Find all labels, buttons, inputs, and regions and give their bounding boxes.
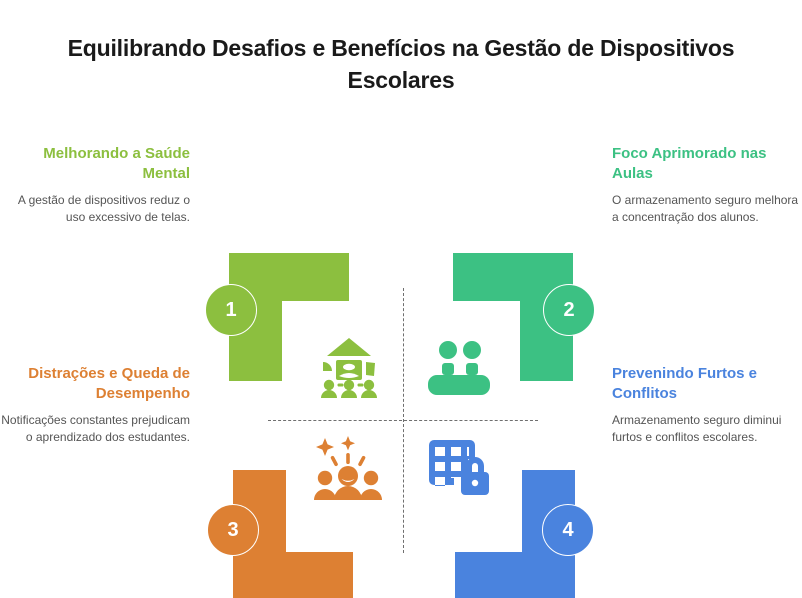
quadrant-text-2: Foco Aprimorado nas Aulas O armazenament… — [612, 144, 802, 226]
quadrant-text-3: Distrações e Queda de Desempenho Notific… — [0, 364, 190, 446]
quadrant-badge-4[interactable]: 4 — [542, 504, 594, 556]
divider-vertical — [403, 288, 404, 553]
quadrant-body-3: Notificações constantes prejudicam o apr… — [1, 413, 190, 444]
quadrant-heading-4: Prevenindo Furtos e Conflitos — [612, 365, 758, 402]
badge-number: 2 — [563, 299, 575, 321]
shape-bar-horizontal — [233, 552, 353, 598]
quadrant-text-4: Prevenindo Furtos e Conflitos Armazename… — [612, 364, 802, 446]
quadrant-heading-2: Foco Aprimorado nas Aulas — [612, 145, 767, 182]
quadrant-heading-1: Melhorando a Saúde Mental — [43, 145, 190, 182]
infographic-board: 1 Melhorando a Saúde Mental A gestão de … — [0, 118, 802, 598]
classroom-presentation-icon — [313, 336, 385, 398]
quadrant-badge-3[interactable]: 3 — [207, 504, 259, 556]
quadrant-body-4: Armazenamento seguro diminui furtos e co… — [612, 413, 782, 444]
badge-number: 1 — [225, 299, 237, 321]
badge-number: 4 — [562, 519, 574, 541]
quadrant-text-1: Melhorando a Saúde Mental A gestão de di… — [0, 144, 190, 226]
celebrating-group-sparkles-icon — [312, 436, 384, 500]
shape-bar-horizontal — [455, 552, 575, 598]
quadrant-badge-2[interactable]: 2 — [543, 284, 595, 336]
quadrant-heading-3: Distrações e Queda de Desempenho — [28, 365, 190, 402]
quadrant-body-2: O armazenamento seguro melhora a concent… — [612, 193, 799, 224]
two-people-at-desk-icon — [428, 338, 492, 396]
page-title: Equilibrando Desafios e Benefícios na Ge… — [67, 35, 735, 93]
quadrant-badge-1[interactable]: 1 — [205, 284, 257, 336]
badge-number: 3 — [227, 519, 239, 541]
locker-grid-padlock-icon — [427, 436, 489, 498]
quadrant-body-1: A gestão de dispositivos reduz o uso exc… — [17, 193, 190, 224]
